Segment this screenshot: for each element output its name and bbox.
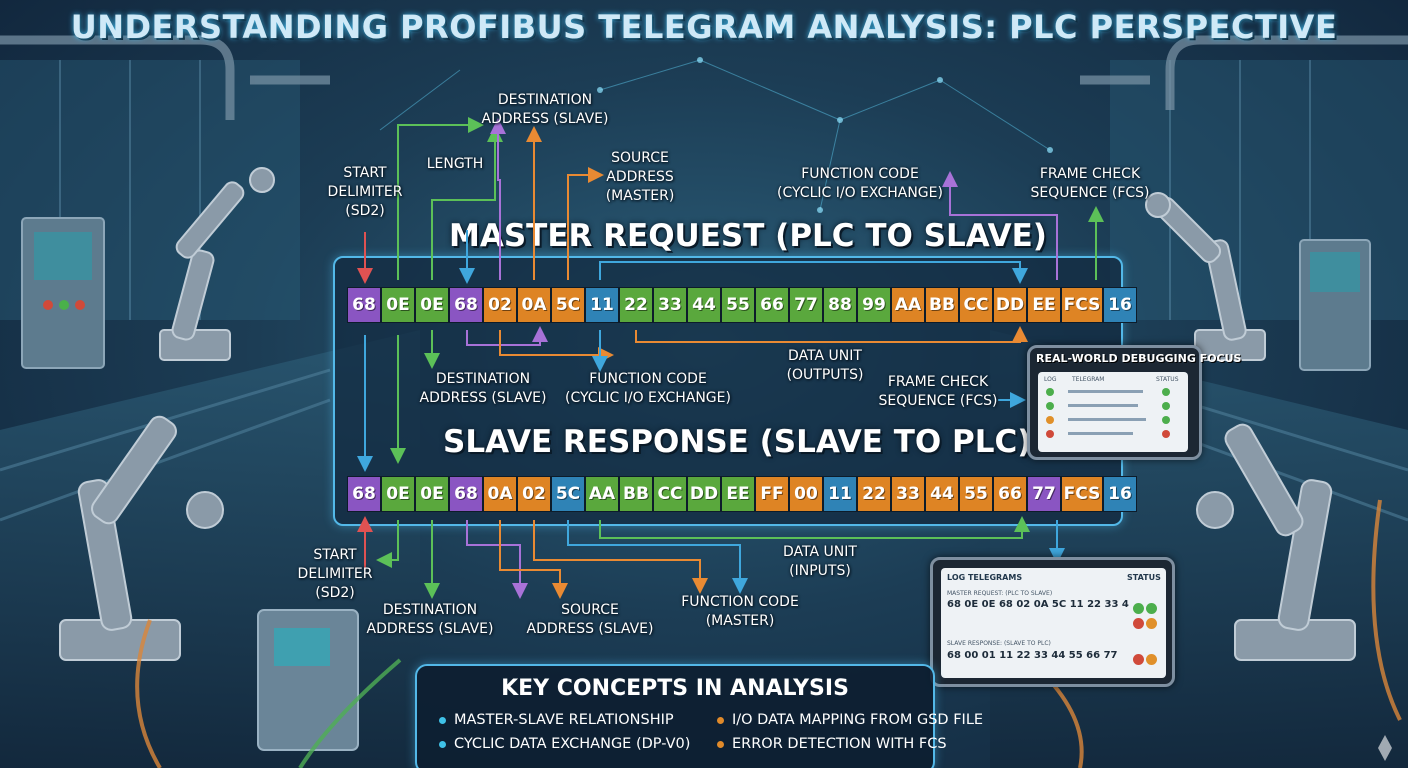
- log-telegrams-screen: LOG TELEGRAMS STATUS MASTER REQUEST: (PL…: [941, 568, 1166, 678]
- concept-io-mapping: I/O DATA MAPPING FROM GSD FILE: [717, 712, 983, 728]
- slave-byte-1: 0E: [381, 476, 415, 512]
- col-telegram: TELEGRAM: [1072, 376, 1105, 383]
- master-byte-1: 0E: [381, 287, 415, 323]
- label-function-code-below: FUNCTION CODE(CYCLIC I/O EXCHANGE): [565, 371, 731, 406]
- master-byte-7: 11: [585, 287, 619, 323]
- slave-byte-19: 66: [993, 476, 1027, 512]
- debugging-tablet-screen: LOG TELEGRAM STATUS: [1038, 372, 1188, 452]
- response-caption: SLAVE RESPONSE: (SLAVE TO PLC): [947, 640, 1051, 647]
- slave-byte-21: FCS: [1061, 476, 1103, 512]
- master-byte-8: 22: [619, 287, 653, 323]
- slave-byte-20: 77: [1027, 476, 1061, 512]
- slave-byte-0: 68: [347, 476, 381, 512]
- master-byte-20: EE: [1027, 287, 1061, 323]
- slave-byte-13: 00: [789, 476, 823, 512]
- master-byte-12: 66: [755, 287, 789, 323]
- master-byte-3: 68: [449, 287, 483, 323]
- slave-byte-14: 11: [823, 476, 857, 512]
- page-title: UNDERSTANDING PROFIBUS TELEGRAM ANALYSIS…: [70, 8, 1338, 46]
- slave-byte-12: FF: [755, 476, 789, 512]
- debugging-tablet-title: REAL-WORLD DEBUGGING FOCUS: [1036, 352, 1242, 365]
- master-byte-22: 16: [1103, 287, 1137, 323]
- master-byte-9: 33: [653, 287, 687, 323]
- concept-error-detection: ERROR DETECTION WITH FCS: [717, 736, 947, 752]
- debugging-tablet: REAL-WORLD DEBUGGING FOCUS LOG TELEGRAM …: [1027, 345, 1241, 460]
- master-byte-4: 02: [483, 287, 517, 323]
- slave-byte-4: 0A: [483, 476, 517, 512]
- label-function-code-slave: FUNCTION CODE(MASTER): [681, 594, 799, 629]
- concept-cyclic-exchange: CYCLIC DATA EXCHANGE (DP-V0): [439, 736, 690, 752]
- slave-byte-7: AA: [585, 476, 619, 512]
- response-status-icons: [1131, 650, 1157, 669]
- master-byte-5: 0A: [517, 287, 551, 323]
- request-error-icons: [1131, 614, 1157, 633]
- slave-byte-8: BB: [619, 476, 653, 512]
- request-log-line: 68 0E 0E 68 02 0A 5C 11 22 33 4: [947, 599, 1129, 610]
- master-byte-15: 99: [857, 287, 891, 323]
- slave-byte-9: CC: [653, 476, 687, 512]
- master-byte-10: 44: [687, 287, 721, 323]
- slave-byte-11: EE: [721, 476, 755, 512]
- label-function-code-top: FUNCTION CODE(CYCLIC I/O EXCHANGE): [777, 166, 943, 201]
- request-caption: MASTER REQUEST: (PLC TO SLAVE): [947, 590, 1053, 597]
- slave-byte-15: 22: [857, 476, 891, 512]
- master-request-heading: MASTER REQUEST (PLC TO SLAVE): [449, 218, 1047, 254]
- slave-byte-3: 68: [449, 476, 483, 512]
- label-data-unit-inputs: DATA UNIT(INPUTS): [783, 544, 857, 579]
- master-byte-14: 88: [823, 287, 857, 323]
- slave-byte-22: 16: [1103, 476, 1137, 512]
- master-byte-19: DD: [993, 287, 1027, 323]
- slave-byte-6: 5C: [551, 476, 585, 512]
- master-byte-6: 5C: [551, 287, 585, 323]
- label-length: LENGTH: [426, 156, 484, 172]
- key-concepts-title: KEY CONCEPTS IN ANALYSIS: [501, 676, 849, 701]
- concept-master-slave: MASTER-SLAVE RELATIONSHIP: [439, 712, 674, 728]
- slave-byte-17: 44: [925, 476, 959, 512]
- master-byte-13: 77: [789, 287, 823, 323]
- master-byte-0: 68: [347, 287, 381, 323]
- slave-byte-5: 02: [517, 476, 551, 512]
- slave-byte-2: 0E: [415, 476, 449, 512]
- log-telegrams-tablet: LOG TELEGRAMS STATUS MASTER REQUEST: (PL…: [930, 557, 1175, 687]
- debug-log-rows: [1046, 388, 1170, 438]
- slave-byte-10: DD: [687, 476, 721, 512]
- slave-byte-16: 33: [891, 476, 925, 512]
- col-status: STATUS: [1156, 376, 1179, 383]
- master-byte-17: BB: [925, 287, 959, 323]
- col-log: LOG: [1044, 376, 1057, 383]
- slave-response-heading: SLAVE RESPONSE (SLAVE TO PLC): [443, 424, 1032, 460]
- master-byte-2: 0E: [415, 287, 449, 323]
- log-status-header: STATUS: [1127, 573, 1161, 582]
- log-telegrams-title: LOG TELEGRAMS: [947, 573, 1023, 582]
- master-byte-16: AA: [891, 287, 925, 323]
- slave-byte-18: 55: [959, 476, 993, 512]
- response-log-line: 68 00 01 11 22 33 44 55 66 77: [947, 650, 1118, 661]
- master-byte-18: CC: [959, 287, 993, 323]
- request-status-icons: [1131, 599, 1157, 618]
- label-data-unit-outputs: DATA UNIT(OUTPUTS): [786, 348, 864, 383]
- key-concepts-panel: KEY CONCEPTS IN ANALYSIS MASTER-SLAVE RE…: [415, 664, 983, 768]
- master-byte-11: 55: [721, 287, 755, 323]
- master-byte-21: FCS: [1061, 287, 1103, 323]
